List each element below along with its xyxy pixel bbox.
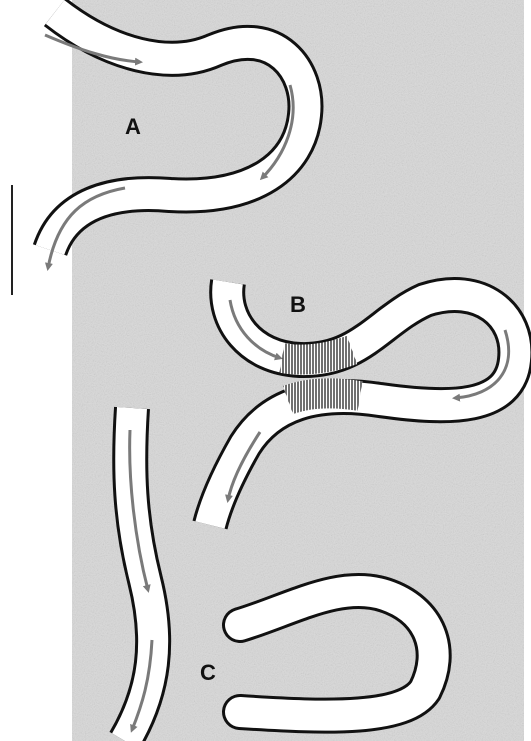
label-c: C — [200, 660, 216, 685]
neck-hatching-upper — [282, 350, 352, 360]
label-a: A — [125, 114, 141, 139]
neck-hatching-lower — [288, 393, 360, 400]
label-b: B — [290, 292, 306, 317]
